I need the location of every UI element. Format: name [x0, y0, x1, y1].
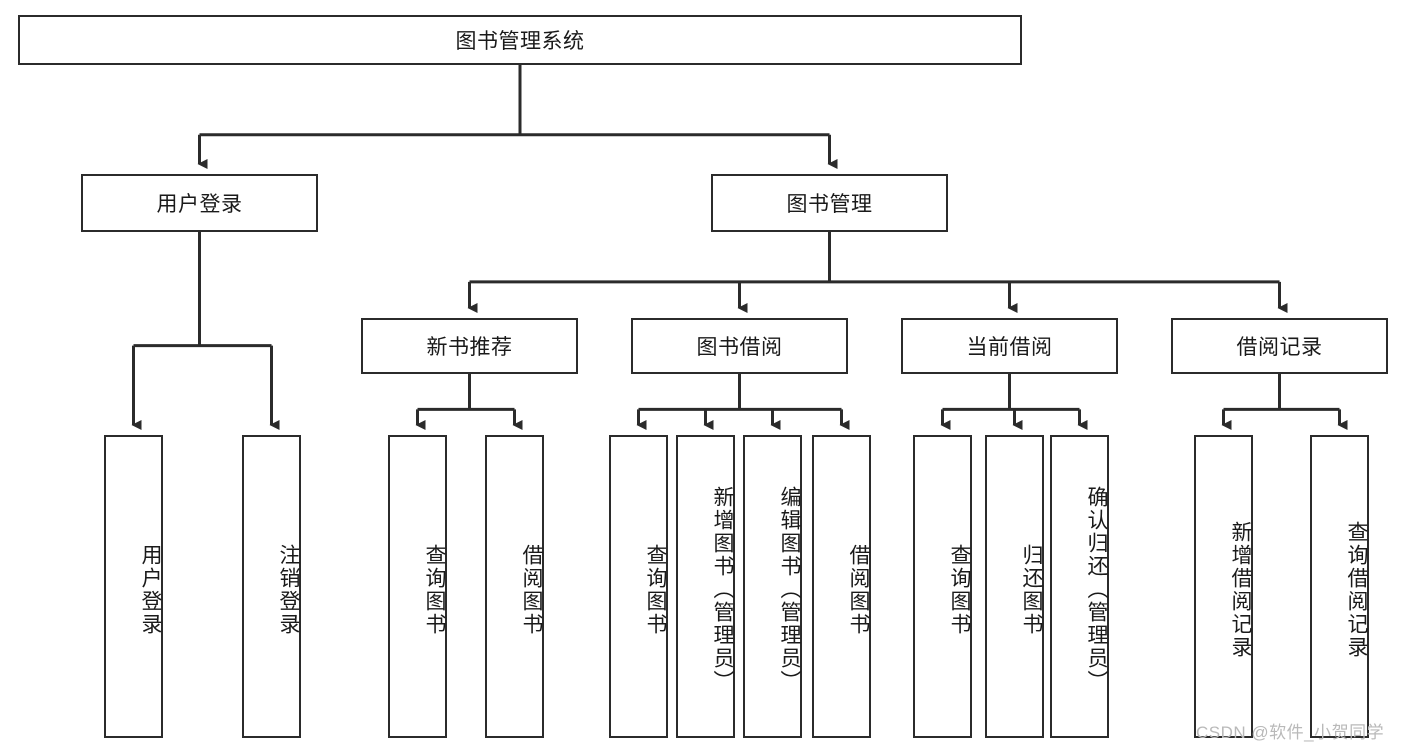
node-label: 新增图书（管理员）: [711, 486, 734, 693]
node-root[interactable]: 图书管理系统: [18, 15, 1022, 65]
node-label: 借阅记录: [1236, 336, 1323, 359]
node-label: 查询图书: [423, 543, 446, 636]
node-current-borrow[interactable]: 当前借阅: [901, 318, 1118, 374]
watermark-label: CSDN @软件_小贺同学: [1196, 723, 1385, 742]
node-label: 借阅图书: [520, 543, 543, 636]
node-label: 查询图书: [644, 543, 667, 636]
node-new-book-recommend[interactable]: 新书推荐: [361, 318, 578, 374]
node-leaf-query-book-1[interactable]: 查询图书: [388, 435, 447, 738]
node-label: 当前借阅: [966, 336, 1053, 359]
node-leaf-logout[interactable]: 注销登录: [242, 435, 301, 738]
node-label: 新增借阅记录: [1229, 520, 1252, 659]
node-label: 用户登录: [156, 193, 243, 216]
node-label: 图书借阅: [696, 336, 783, 359]
node-label: 新书推荐: [426, 336, 513, 359]
node-label: 注销登录: [277, 543, 300, 636]
node-leaf-query-record[interactable]: 查询借阅记录: [1310, 435, 1369, 738]
node-label: 查询图书: [948, 543, 971, 636]
node-label: 归还图书: [1020, 543, 1043, 636]
node-leaf-add-record[interactable]: 新增借阅记录: [1194, 435, 1253, 738]
node-label: 查询借阅记录: [1345, 520, 1368, 659]
node-label: 确认归还（管理员）: [1085, 486, 1108, 693]
node-leaf-return-book[interactable]: 归还图书: [985, 435, 1044, 738]
node-leaf-borrow-book-1[interactable]: 借阅图书: [485, 435, 544, 738]
node-user-login[interactable]: 用户登录: [81, 174, 318, 232]
node-borrow-record[interactable]: 借阅记录: [1171, 318, 1388, 374]
node-label: 编辑图书（管理员）: [778, 486, 801, 693]
node-leaf-add-book[interactable]: 新增图书（管理员）: [676, 435, 735, 738]
node-label: 图书管理系统: [455, 30, 585, 53]
node-label: 借阅图书: [847, 543, 870, 636]
node-leaf-user-login[interactable]: 用户登录: [104, 435, 163, 738]
node-leaf-query-book-2[interactable]: 查询图书: [609, 435, 668, 738]
node-label: 用户登录: [139, 543, 162, 636]
node-leaf-edit-book[interactable]: 编辑图书（管理员）: [743, 435, 802, 738]
node-leaf-query-book-3[interactable]: 查询图书: [913, 435, 972, 738]
node-book-management[interactable]: 图书管理: [711, 174, 948, 232]
node-label: 图书管理: [786, 193, 873, 216]
node-leaf-confirm-return[interactable]: 确认归还（管理员）: [1050, 435, 1109, 738]
node-leaf-borrow-book-2[interactable]: 借阅图书: [812, 435, 871, 738]
node-book-borrow[interactable]: 图书借阅: [631, 318, 848, 374]
